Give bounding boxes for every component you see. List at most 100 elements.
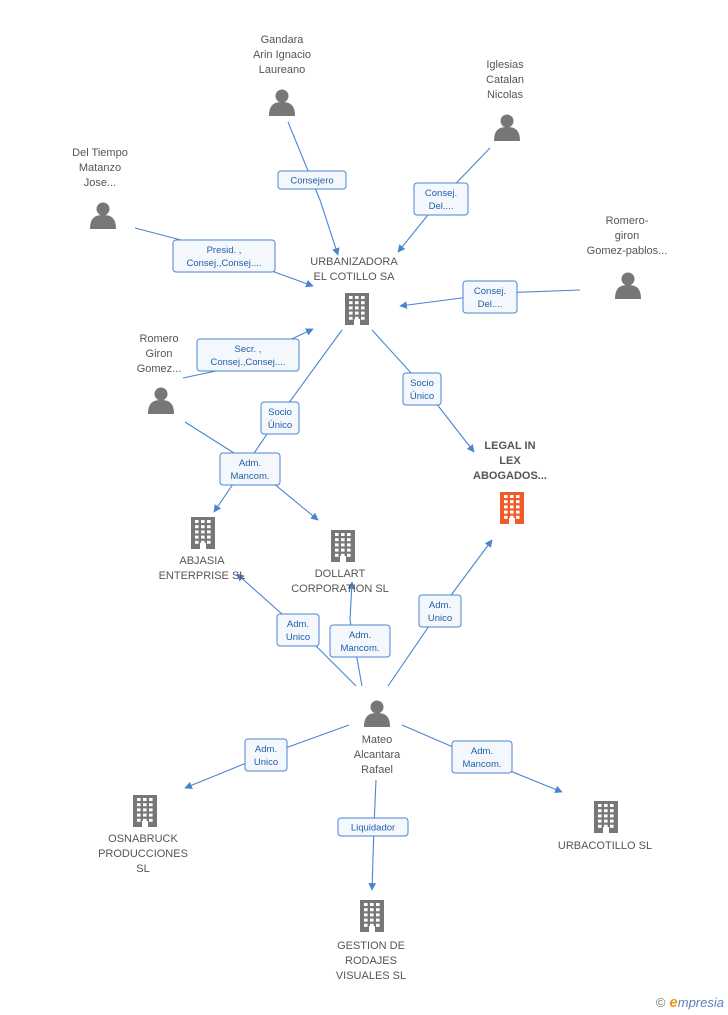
building-window xyxy=(149,808,153,812)
building-window xyxy=(376,918,380,922)
building-door xyxy=(142,821,148,827)
building-window xyxy=(349,296,353,299)
person-body xyxy=(364,713,390,727)
node-romerogiron2[interactable]: Romero-gironGomez-pablos... xyxy=(587,215,668,299)
edge-label-mateo-to-osnabruck[interactable]: Adm.Unico xyxy=(244,738,288,772)
building-window xyxy=(364,903,368,906)
building-window xyxy=(149,813,153,817)
building-window xyxy=(504,515,508,519)
building-window xyxy=(207,520,211,523)
node-legalin[interactable]: LEGAL INLEXABOGADOS... xyxy=(473,440,547,524)
edge-label-romerogiron-to-dollart[interactable]: Adm.Mancom. xyxy=(219,452,281,486)
node-label: EL COTILLO SA xyxy=(314,271,396,283)
building-window xyxy=(195,530,199,534)
node-romerogiron[interactable]: RomeroGironGomez... xyxy=(137,333,182,414)
edge-label-iglesias-to-urbanizadora[interactable]: Consej.Del.... xyxy=(413,182,469,216)
edge-label-text: Adm. xyxy=(255,744,277,755)
building-window xyxy=(355,306,359,310)
building-window xyxy=(610,824,614,828)
edge-label-box xyxy=(418,594,462,628)
edge-label-romerogiron2-to-urbanizadora[interactable]: Consej.Del.... xyxy=(462,280,518,314)
person-icon xyxy=(269,89,295,116)
building-window xyxy=(370,903,374,906)
building-window xyxy=(341,553,345,557)
edge-label-box xyxy=(451,740,513,774)
person-body xyxy=(90,215,116,229)
building-window xyxy=(349,301,353,305)
building-window xyxy=(195,535,199,539)
node-label: Romero xyxy=(139,333,178,345)
building-window xyxy=(137,803,141,807)
node-urbanizadora[interactable]: URBANIZADORA EL COTILLO SA xyxy=(310,256,398,325)
node-label: Mateo xyxy=(362,734,393,746)
edge-label-mateo-to-dollart[interactable]: Adm.Mancom. xyxy=(329,624,391,658)
building-window xyxy=(335,553,339,557)
node-label: LEGAL IN xyxy=(484,440,535,452)
building-window xyxy=(349,306,353,310)
building-window xyxy=(370,908,374,912)
edge-label-text: Unico xyxy=(428,613,452,624)
building-window xyxy=(341,543,345,547)
edge-label-text: Unico xyxy=(286,632,310,643)
node-deltiempo[interactable]: Del TiempoMatanzoJose... xyxy=(72,147,128,229)
edge-label-text: Socio xyxy=(268,407,292,418)
edge-label-text: Consej.,Consej.... xyxy=(211,357,286,368)
node-label: Nicolas xyxy=(487,89,524,101)
node-label: Giron xyxy=(146,348,173,360)
building-window xyxy=(504,510,508,514)
node-label: SL xyxy=(136,863,149,875)
building-window xyxy=(201,530,205,534)
edge-label-mateo-to-urbacotillo[interactable]: Adm.Mancom. xyxy=(451,740,513,774)
node-label: Alcantara xyxy=(354,749,401,761)
edge-label-text: Consejero xyxy=(290,176,333,187)
building-window xyxy=(604,814,608,818)
node-label: URBANIZADORA xyxy=(310,256,398,268)
building-window xyxy=(361,296,365,299)
building-icon xyxy=(594,801,618,833)
node-label: Gomez... xyxy=(137,363,182,375)
building-window xyxy=(355,296,359,299)
edge-label-romerogiron-to-urbanizadora[interactable]: Secr. , Consej.,Consej.... xyxy=(196,338,300,372)
person-body xyxy=(148,400,174,414)
building-window xyxy=(376,908,380,912)
building-window xyxy=(510,510,514,514)
building-icon xyxy=(345,293,369,325)
node-urbacotillo[interactable]: URBACOTILLO SL xyxy=(558,801,652,852)
edge-label-deltiempo-to-urbanizadora[interactable]: Presid. ,Consej.,Consej.... xyxy=(172,239,276,273)
building-door xyxy=(200,543,206,549)
person-head xyxy=(500,114,514,128)
building-window xyxy=(335,533,339,536)
building-window xyxy=(349,311,353,315)
building-window xyxy=(143,803,147,807)
building-window xyxy=(149,803,153,807)
building-window xyxy=(347,538,351,542)
person-icon xyxy=(364,700,390,727)
person-head xyxy=(275,89,289,103)
building-window xyxy=(516,505,520,509)
edge-label-text: Secr. , xyxy=(235,344,262,355)
building-window xyxy=(376,913,380,917)
edge-label-text: Mancom. xyxy=(230,471,269,482)
node-label: Gomez-pablos... xyxy=(587,245,668,257)
edge-label-mateo-to-abjasia[interactable]: Adm.Unico xyxy=(276,613,320,647)
node-label: giron xyxy=(615,230,639,242)
building-window xyxy=(347,543,351,547)
building-window xyxy=(207,535,211,539)
edge-label-mateo-to-gestion[interactable]: Liquidador xyxy=(337,817,409,837)
building-window xyxy=(376,903,380,906)
edge-label-mateo-to-legalin[interactable]: Adm.Unico xyxy=(418,594,462,628)
edge-label-box xyxy=(413,182,469,216)
building-window xyxy=(347,548,351,552)
edge-label-gandara-to-urbanizadora[interactable]: Consejero xyxy=(277,170,347,190)
building-window xyxy=(604,809,608,813)
building-window xyxy=(510,495,514,498)
